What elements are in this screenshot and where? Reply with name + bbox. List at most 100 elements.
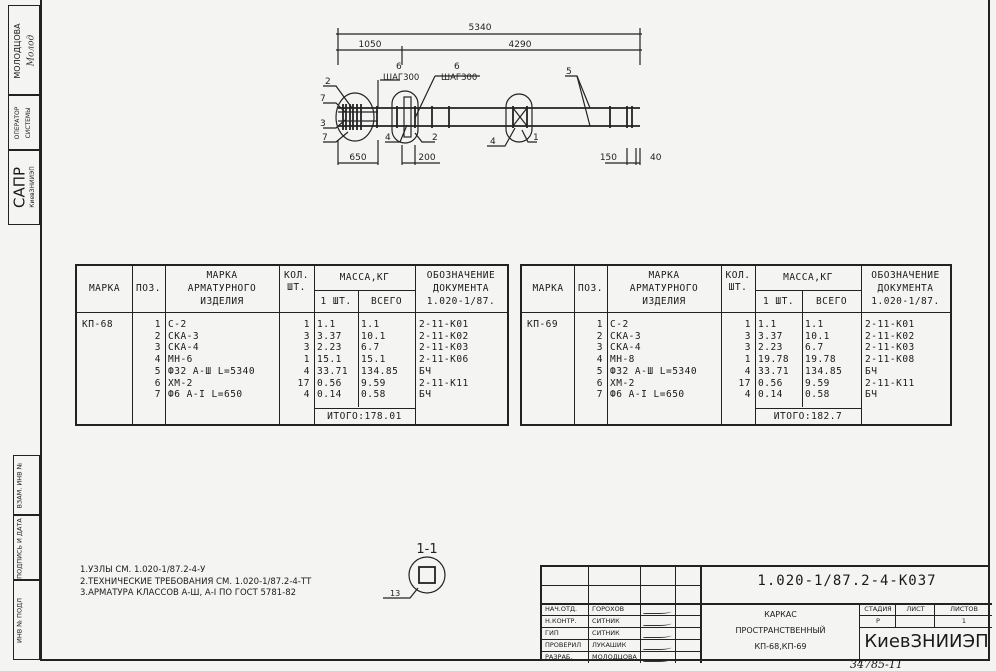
archive-number: 34785-11 [850, 658, 903, 671]
header-doc: 1.020-1/87. [426, 296, 496, 307]
pos-label: 6 [396, 62, 402, 72]
cell-doc: 2-11-К08 [865, 354, 915, 366]
cell-mass-one: 0.14 [317, 389, 342, 401]
title-block: НАЧ.ОТД. ГОРОХОВ Н.КОНТР. СИТНИК ГИП СИТ… [540, 565, 992, 663]
total-mass: ИТОГО:182.7 [773, 411, 843, 422]
cell-doc: 2-11-К03 [865, 342, 915, 354]
cell-item: МН-6 [168, 354, 193, 366]
cell-pos: 6 [154, 377, 161, 389]
cell-qty: 4 [744, 389, 751, 401]
cell-mass-one: 33.71 [317, 365, 349, 377]
cell-pos: 2 [596, 330, 603, 342]
pos-label: 3 [320, 119, 326, 129]
document-title: КАРКАС ПРОСТРАНСТВЕННЫЙ КП-68,КП-69 [702, 607, 859, 655]
header-mark: МАРКА [88, 283, 121, 294]
cell-mass-total: 0.58 [805, 389, 830, 401]
sheets-value: 1 [961, 617, 967, 625]
stamp-signature-date: ПОДПИСЬ И ДАТА [13, 515, 40, 580]
cell-pos: 6 [596, 377, 603, 389]
drawing-frame [40, 0, 990, 661]
cell-qty: 4 [744, 365, 751, 377]
cell-pos: 1 [596, 319, 603, 330]
dim-1050: 1050 [359, 40, 382, 50]
header-mass: МАССА,КГ [339, 272, 390, 283]
cell-mass-one: 0.56 [758, 377, 783, 389]
header-item: МАРКА [206, 270, 238, 281]
cell-doc: БЧ [865, 389, 878, 401]
stamp-vzam-inv: ВЗАМ. ИНВ № [13, 455, 40, 515]
stamp-inv-podl: ИНВ № ПОДЛ [13, 580, 40, 660]
header-pos: ПОЗ. [578, 283, 603, 294]
note: 2.ТЕХНИЧЕСКИЕ ТРЕБОВАНИЯ СМ. 1.020-1/87.… [80, 576, 312, 587]
cell-pos: 2 [154, 330, 161, 342]
signer-role: ПРОВЕРИЛ [545, 641, 582, 649]
cell-mass-total: 9.59 [805, 377, 830, 389]
cell-qty: 4 [303, 389, 310, 401]
cell-qty: 1 [744, 354, 751, 366]
cell-pos: 5 [154, 365, 161, 377]
cell-mass-one: 3.37 [317, 330, 342, 342]
pos-label: 4 [490, 137, 496, 147]
section-callout: 13 [390, 589, 400, 598]
pos-label: 2 [325, 77, 331, 87]
dim-200: 200 [418, 153, 435, 163]
header-item: АРМАТУРНОГО [629, 283, 699, 294]
detail-callout [505, 93, 533, 143]
cell-mass-one: 0.56 [317, 377, 342, 389]
dim-5340: 5340 [469, 23, 492, 33]
cell-mass-total: 1.1 [805, 319, 824, 330]
cell-mass-one: 1.1 [317, 319, 336, 330]
cell-doc: 2-11-К01 [865, 319, 915, 330]
signer-role: РАЗРАБ. [545, 653, 573, 661]
dim-40: 40 [650, 153, 662, 163]
header-item: ИЗДЕЛИЯ [642, 296, 686, 307]
header-doc: 1.020-1/87. [871, 296, 940, 307]
cell-mass-one: 33.71 [758, 365, 790, 377]
header-qty: ШТ. [728, 282, 748, 293]
assembly-mark: КП-69 [527, 319, 559, 330]
cell-doc: 2-11-К02 [865, 330, 915, 342]
cell-pos: 5 [596, 365, 603, 377]
note: 1.УЗЛЫ СМ. 1.020-1/87.2-4-У [80, 565, 206, 575]
cell-qty: 1 [303, 354, 310, 366]
notes: 1.УЗЛЫ СМ. 1.020-1/87.2-4-У 2.ТЕХНИЧЕСКИ… [80, 565, 311, 600]
cell-pos: 1 [154, 319, 161, 330]
detail-callout [335, 92, 375, 142]
cell-mass-total: 0.58 [361, 389, 386, 401]
assembly-mark: КП-68 [82, 319, 114, 330]
note: 3.АРМАТУРА КЛАССОВ А-Ш, А-I ПО ГОСТ 5781… [80, 588, 297, 598]
cell-mass-one: 15.1 [317, 354, 342, 366]
signer-name: СИТНИК [592, 617, 620, 625]
cell-mass-one: 19.78 [758, 354, 790, 366]
cell-pos: 7 [154, 389, 161, 401]
step-label: ШАГ300 [441, 73, 477, 83]
section-1-1-circle [408, 556, 446, 594]
cell-mass-one: 3.37 [758, 330, 783, 342]
title-line: ПРОСТРАНСТВЕННЫЙ [735, 626, 826, 635]
header-item: МАРКА [648, 270, 680, 281]
signer-name: ГОРОХОВ [592, 605, 625, 613]
cell-mass-total: 1.1 [361, 319, 380, 330]
stamp-operator: ОПЕРАТОР СИСТЕМЫ [8, 95, 40, 150]
cell-mass-one: 1.1 [758, 319, 777, 330]
cell-item: СКА-3 [610, 330, 642, 342]
cell-pos: 4 [154, 354, 161, 366]
cell-qty: 1 [744, 319, 751, 330]
cell-item: ХМ-2 [168, 377, 193, 389]
cell-mass-one: 2.23 [317, 342, 342, 354]
document-code: 1.020-1/87.2-4-К037 [757, 573, 937, 589]
title-line: КАРКАС [764, 610, 797, 619]
cell-item: СКА-4 [610, 342, 642, 354]
cell-item: Ф6 А-I L=650 [168, 389, 243, 401]
signature [642, 643, 674, 650]
cell-pos: 7 [596, 389, 603, 401]
cell-qty: 4 [303, 365, 310, 377]
header-mass-total: ВСЕГО [370, 296, 403, 307]
cell-pos: 3 [154, 342, 161, 354]
signature [642, 655, 674, 662]
cell-mass-total: 10.1 [805, 330, 830, 342]
cell-doc: 2-11-К11 [419, 377, 469, 389]
signer-role: НАЧ.ОТД. [545, 605, 578, 613]
